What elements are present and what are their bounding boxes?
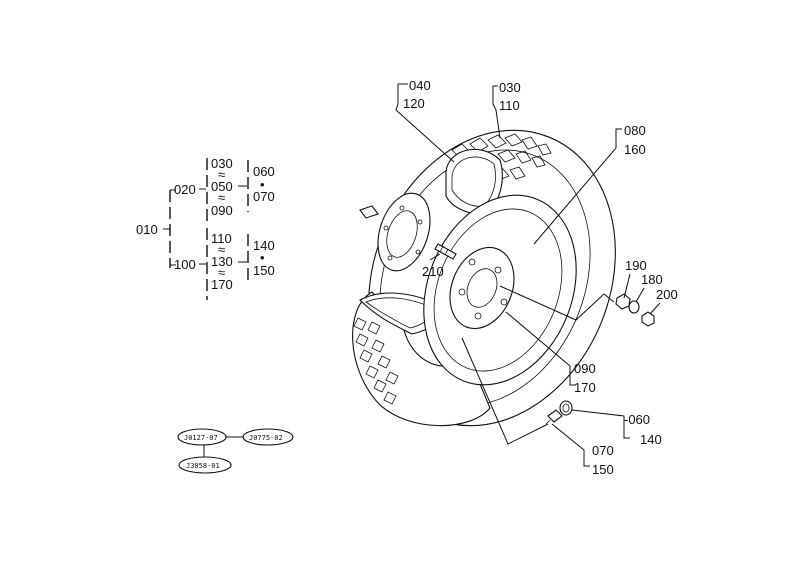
callout-060: -060 bbox=[624, 412, 650, 427]
callout-030: 030 bbox=[499, 80, 521, 95]
ref-label-1: J0127-07 bbox=[184, 434, 218, 442]
callout-170: 170 bbox=[574, 380, 596, 395]
nut-200 bbox=[641, 311, 655, 327]
tree-a-sub-2: 070 bbox=[253, 189, 275, 204]
tree-b-sub-2: 150 bbox=[253, 263, 275, 278]
tree-b-item-2: 130 bbox=[211, 254, 233, 269]
callout-090: 090 bbox=[574, 361, 596, 376]
wheel-rim bbox=[423, 194, 577, 386]
valve-stem bbox=[434, 243, 457, 260]
tree-group-b-label: 100 bbox=[174, 257, 196, 272]
tree-b-sub-sep: • bbox=[260, 250, 265, 265]
tree-a-tilde-1: ≈ bbox=[218, 167, 225, 182]
callout-140: 140 bbox=[640, 432, 662, 447]
washer-180 bbox=[628, 300, 640, 314]
callout-150: 150 bbox=[592, 462, 614, 477]
ref-label-3: J3058-01 bbox=[186, 462, 220, 470]
tree-a-item-3: 090 bbox=[211, 203, 233, 218]
tree-a-sub-sep: • bbox=[260, 177, 265, 192]
hub-flange bbox=[359, 192, 431, 272]
ref-bubble-2 bbox=[242, 428, 294, 446]
callout-040: 040 bbox=[409, 78, 431, 93]
callout-210: 210 bbox=[422, 264, 444, 279]
callout-080: 080 bbox=[624, 123, 646, 138]
tree-b-item-1: 110 bbox=[211, 231, 232, 246]
valve-core bbox=[545, 409, 563, 425]
tree-a-sub-1: 060 bbox=[253, 164, 275, 179]
callout-200: 200 bbox=[656, 287, 678, 302]
tree-a-item-2: 050 bbox=[211, 179, 233, 194]
callout-070: 070 bbox=[592, 443, 614, 458]
tree-a-item-1: 030 bbox=[211, 156, 233, 171]
callout-160: 160 bbox=[624, 142, 646, 157]
valve-cap bbox=[559, 400, 573, 416]
tree-b-tilde-2: ≈ bbox=[218, 265, 225, 280]
callout-110: 110 bbox=[499, 98, 520, 113]
callout-190: 190 bbox=[625, 258, 647, 273]
ref-bubble-3 bbox=[178, 456, 232, 474]
tree-b-item-3: 170 bbox=[211, 277, 233, 292]
tree-a-tilde-2: ≈ bbox=[218, 190, 225, 205]
tree-group-a-label: 020 bbox=[174, 182, 196, 197]
callout-120: 120 bbox=[403, 96, 425, 111]
callout-180: 180 bbox=[641, 272, 663, 287]
parts-tree: 010 020 100 030 ≈ 050 ≈ 090 060 • 070 11… bbox=[136, 156, 275, 300]
nut-190 bbox=[615, 293, 631, 310]
ref-label-2: J0775-02 bbox=[249, 434, 283, 442]
reference-bubbles: J0127-07 J0775-02 J3058-01 bbox=[177, 428, 294, 474]
tyre-section-lower bbox=[352, 291, 491, 427]
callouts: 040 120 030 110 080 160 190 180 200 210 … bbox=[395, 78, 678, 477]
inner-tube-upper bbox=[445, 148, 503, 215]
tree-b-sub-1: 140 bbox=[253, 238, 275, 253]
tree-b-tilde-1: ≈ bbox=[218, 242, 225, 257]
tree-root-label: 010 bbox=[136, 222, 158, 237]
